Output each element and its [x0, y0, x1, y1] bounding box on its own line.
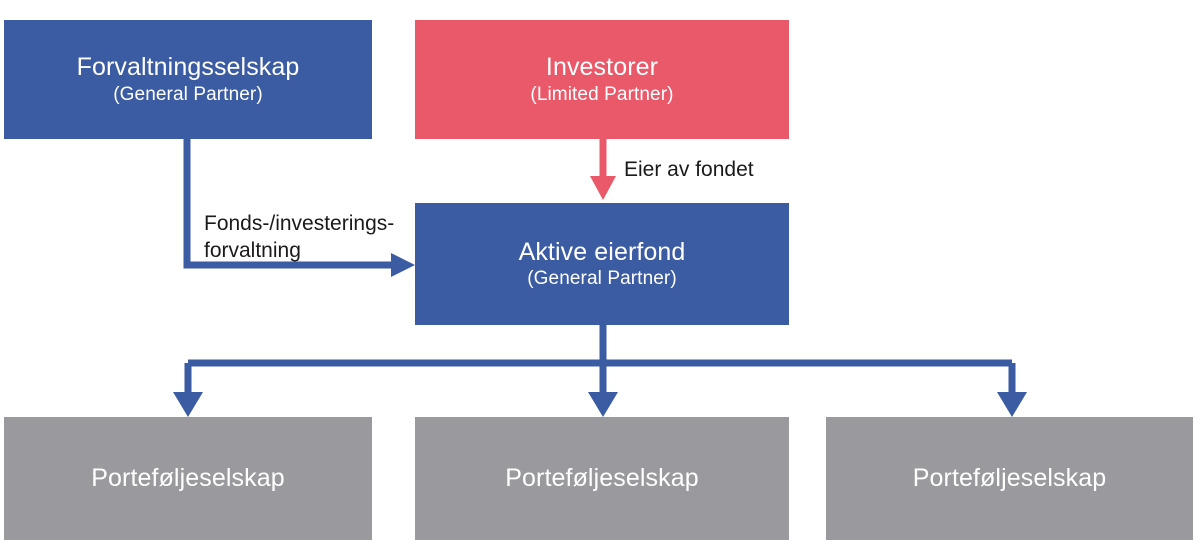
edge-label-fonds-investeringsforvaltning: Fonds-/investerings- forvaltning [204, 212, 395, 263]
node-title: Forvaltningsselskap [76, 53, 300, 82]
node-aktive-eierfond[interactable]: Aktive eierfond (General Partner) [415, 203, 789, 325]
node-title: Investorer [545, 53, 659, 82]
node-subtitle: (Limited Partner) [530, 83, 674, 105]
node-portefoljeselskap-1[interactable]: Porteføljeselskap [4, 417, 372, 540]
node-subtitle: (General Partner) [113, 83, 263, 105]
node-portefoljeselskap-3[interactable]: Porteføljeselskap [826, 417, 1193, 540]
edge-fond-to-portfolio-fork [173, 325, 1027, 417]
edge-investorer-to-fond [590, 139, 616, 200]
node-portefoljeselskap-2[interactable]: Porteføljeselskap [415, 417, 789, 540]
node-title: Porteføljeselskap [505, 463, 699, 492]
node-investorer[interactable]: Investorer (Limited Partner) [415, 20, 789, 139]
node-forvaltningsselskap[interactable]: Forvaltningsselskap (General Partner) [4, 20, 372, 139]
node-title: Porteføljeselskap [912, 463, 1107, 492]
node-subtitle: (General Partner) [527, 268, 677, 290]
edge-label-eier-av-fondet: Eier av fondet [624, 158, 754, 181]
node-title: Porteføljeselskap [91, 463, 285, 492]
node-title: Aktive eierfond [518, 237, 686, 266]
